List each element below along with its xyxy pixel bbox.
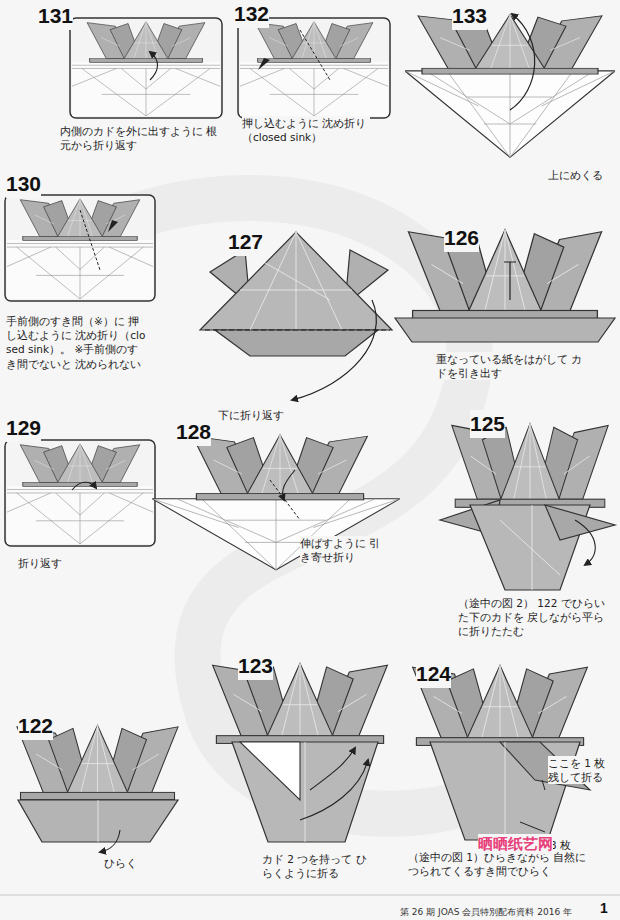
step-number: 131 xyxy=(38,2,73,30)
note-label: ここを 1 枚 残して折る xyxy=(548,756,616,784)
page-number: 1 xyxy=(600,899,608,918)
label-wrap: 内側のカドを外に出すように 根元から折り返す xyxy=(60,124,220,153)
label-wrap: 129 xyxy=(6,414,46,442)
step-number: 132 xyxy=(234,0,269,28)
label-wrap: 128 xyxy=(176,418,216,446)
label-wrap: 第 26 期 JOAS 会員特別配布資料 2016 年 xyxy=(400,900,590,919)
step-caption: 下に折り返す xyxy=(218,408,284,422)
step-number: 133 xyxy=(452,2,487,30)
footer-text: 第 26 期 JOAS 会員特別配布資料 2016 年 xyxy=(400,906,572,918)
label-wrap: 折り返す xyxy=(18,552,88,571)
label-wrap: 122 xyxy=(18,712,58,740)
step-caption: 手前側のすき間（※）に 押し込むように 沈め折り（closed sink）。 ※… xyxy=(6,314,146,371)
label-wrap: 手前側のすき間（※）に 押し込むように 沈め折り（closed sink）。 ※… xyxy=(6,314,146,372)
step-caption: 上にめくる xyxy=(548,168,603,182)
step-number: 130 xyxy=(6,170,41,198)
step-number: 129 xyxy=(6,414,41,442)
step-number: 125 xyxy=(470,410,505,438)
label-wrap: 131 xyxy=(38,2,78,30)
step-caption: ひらく xyxy=(104,856,137,870)
step-caption: （途中の図 2） 122 でひらいた下のカドを 戻しながら平らに折りたたむ xyxy=(458,596,608,639)
label-wrap: 133 xyxy=(452,2,492,30)
label-wrap: ひらく xyxy=(104,852,154,871)
step-number: 128 xyxy=(176,418,211,446)
label-wrap: 1 xyxy=(600,898,616,918)
step-caption: 重なっている紙をはがして カドを引き出す xyxy=(436,352,586,380)
label-wrap: ここを 1 枚 残して折る xyxy=(548,756,616,785)
label-wrap: 伸ばすように 引き寄せ折り xyxy=(300,536,390,565)
label-wrap: 127 xyxy=(228,228,268,256)
step-caption: 折り返す xyxy=(18,556,62,570)
step-number: 126 xyxy=(444,224,479,252)
label-wrap: 124 xyxy=(416,660,456,688)
label-wrap: 125 xyxy=(470,410,510,438)
label-wrap: 130 xyxy=(6,170,46,198)
step-caption: 伸ばすように 引き寄せ折り xyxy=(300,536,390,564)
step-number: 123 xyxy=(238,652,273,680)
step-caption: カド 2 つを持って ひらくように折る xyxy=(262,852,374,880)
label-wrap: （途中の図 2） 122 でひらいた下のカドを 戻しながら平らに折りたたむ xyxy=(458,596,608,639)
label-wrap: 押し込むように 沈め折り（closed sink） xyxy=(242,116,370,145)
label-wrap: 下に折り返す xyxy=(218,404,308,423)
step-number: 124 xyxy=(416,660,451,688)
label-wrap: 126 xyxy=(444,224,484,252)
label-wrap: 132 xyxy=(234,0,274,28)
step-caption: 押し込むように 沈め折り（closed sink） xyxy=(242,116,370,144)
label-wrap: カド 2 つを持って ひらくように折る xyxy=(262,852,374,881)
step-number: 127 xyxy=(228,228,263,256)
step-number: 122 xyxy=(18,712,53,740)
label-wrap: （途中の図 1）ひらきながら 自然につられてくるすき間でひらく xyxy=(408,850,588,879)
step-caption: （途中の図 1）ひらきながら 自然につられてくるすき間でひらく xyxy=(408,850,588,878)
label-wrap: 123 xyxy=(238,652,278,680)
watermark: 晒晒纸艺网 xyxy=(478,834,553,854)
step-caption: 内側のカドを外に出すように 根元から折り返す xyxy=(60,124,220,152)
label-wrap: 重なっている紙をはがして カドを引き出す xyxy=(436,352,586,381)
label-wrap: 晒晒纸艺网 xyxy=(478,834,568,854)
label-wrap: 上にめくる xyxy=(548,164,618,183)
